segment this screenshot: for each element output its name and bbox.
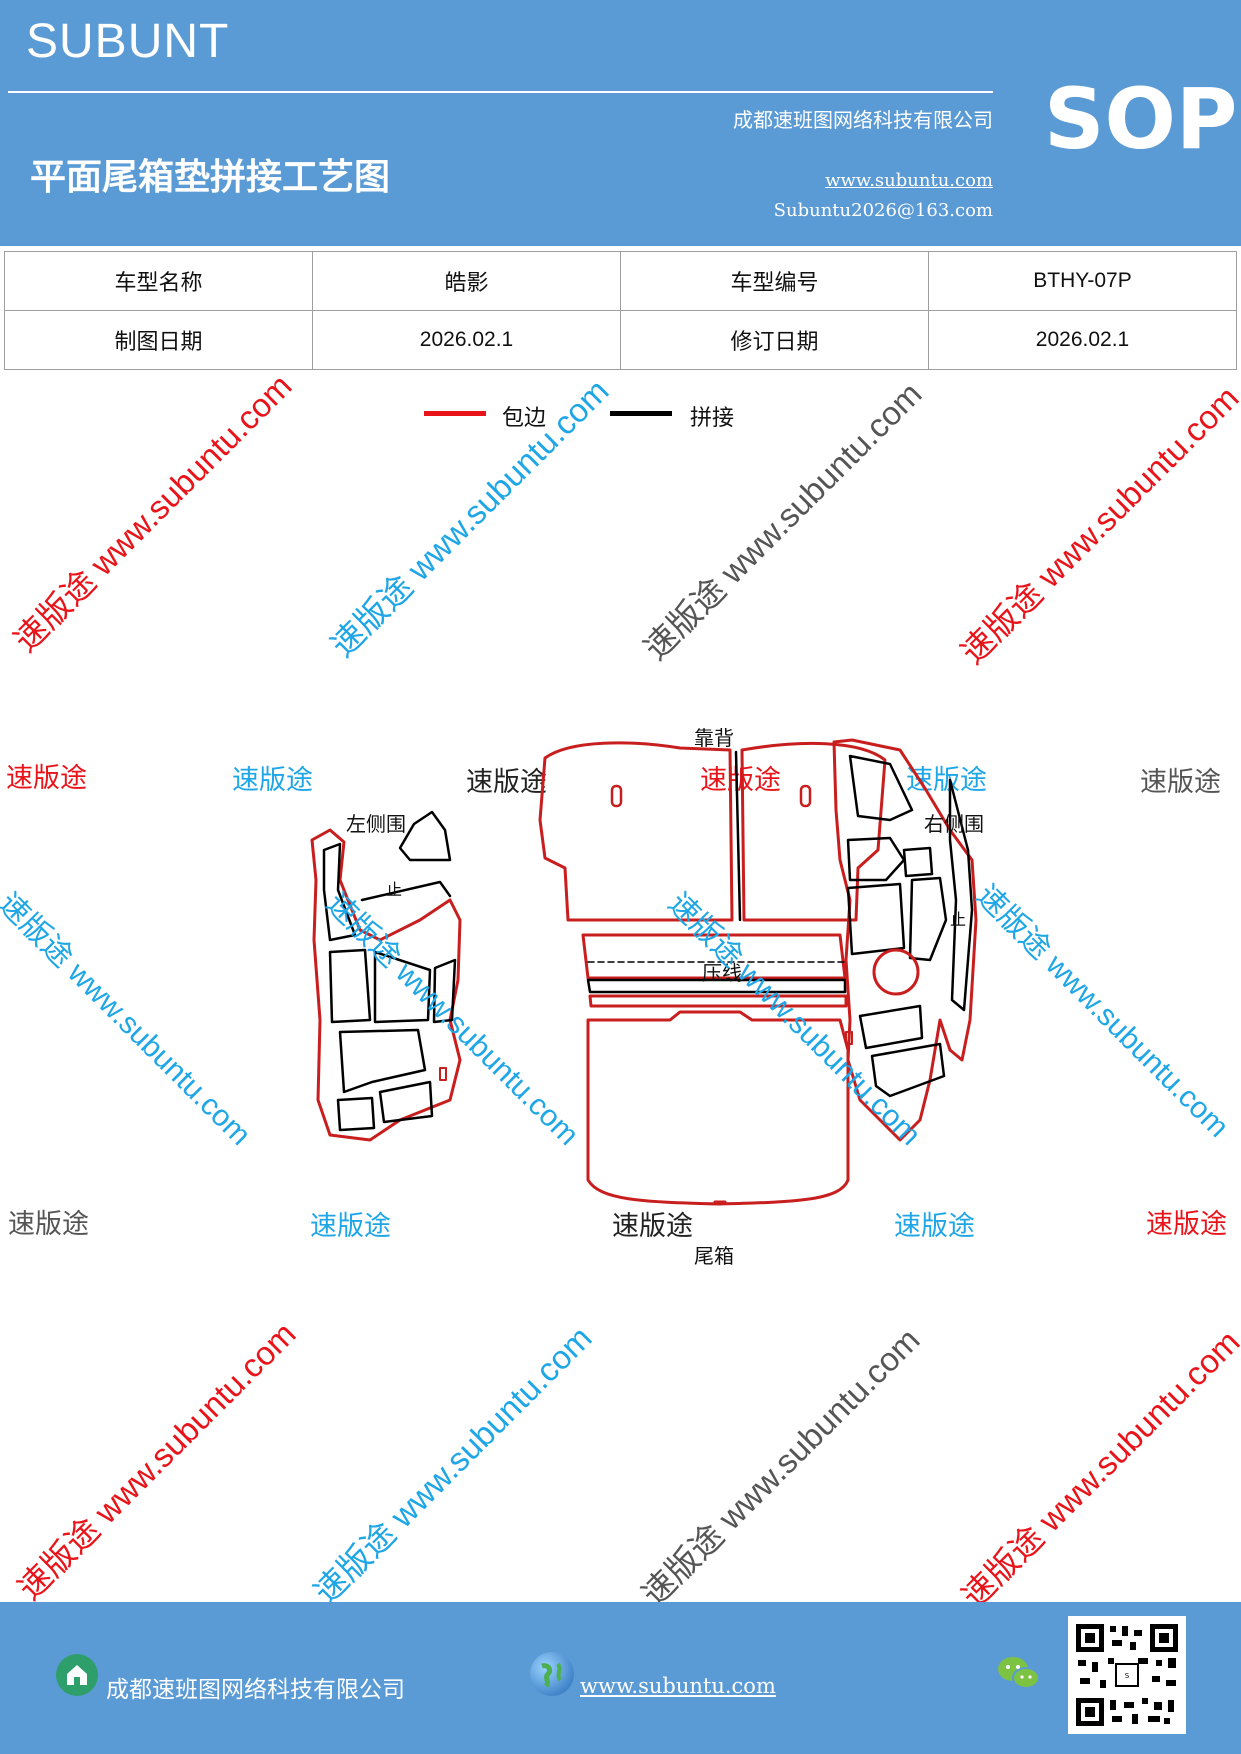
crease-strip (581, 933, 847, 980)
watermark: 速版途 (1140, 767, 1221, 797)
watermark-url: www.subuntu.com (711, 1320, 927, 1537)
model-name-label: 车型名称 (4, 251, 313, 311)
crease-label: 压线 (702, 961, 742, 985)
revision-date-label: 修订日期 (620, 310, 929, 370)
footer-website[interactable]: www.subuntu.com (580, 1674, 776, 1698)
right-side-label: 右侧围 (924, 812, 984, 836)
watermark: 速版途 (612, 1211, 693, 1241)
watermark-url: www.subuntu.com (1031, 1322, 1241, 1539)
back-slot-right (799, 784, 812, 808)
model-code-label: 车型编号 (620, 251, 929, 311)
draw-date-label: 制图日期 (4, 310, 313, 370)
globe-icon (530, 1652, 574, 1696)
watermark-url: www.subuntu.com (383, 1318, 599, 1535)
footer-banner: 成都速班图网络科技有限公司 www.subuntu.com S (0, 1602, 1241, 1754)
watermark: 速版途 (894, 1211, 975, 1241)
trunk-mat-diagram (310, 738, 978, 1206)
document-title: 平面尾箱垫拼接工艺图 (30, 157, 391, 198)
watermark: 速版途 (1146, 1209, 1227, 1239)
model-name-value: 皓影 (312, 251, 621, 311)
revision-date-value: 2026.02.1 (928, 310, 1237, 370)
watermark-url: www.subuntu.com (61, 956, 257, 1152)
model-code-value: BTHY-07P (928, 251, 1237, 311)
home-icon (56, 1654, 98, 1696)
watermark-brand: 速版途 (953, 574, 1050, 671)
watermark-brand: 速版途 (323, 567, 420, 664)
watermark: 速版途 (6, 763, 87, 793)
watermark: 速版途 www.subuntu.com (0, 880, 263, 1153)
watermark: 速版途 www.subuntu.com (629, 1315, 929, 1615)
header-divider (8, 91, 993, 93)
left-side-label: 左侧围 (346, 812, 406, 836)
watermark: 速版途 (310, 1211, 391, 1241)
footer-company: 成都速班图网络科技有限公司 (106, 1677, 405, 1703)
brand-name: SUBUNT (26, 15, 230, 68)
trunk-label: 尾箱 (694, 1244, 734, 1268)
table-row: 制图日期 2026.02.1 修订日期 2026.02.1 (4, 310, 1237, 370)
stop-mark-left: 止 (386, 880, 403, 899)
wechat-icon[interactable] (996, 1654, 1042, 1692)
speaker-cutout (872, 948, 920, 996)
draw-date-value: 2026.02.1 (312, 310, 621, 370)
watermark-url: www.subuntu.com (83, 366, 299, 583)
watermark: 速版途 www.subuntu.com (5, 1309, 305, 1609)
legend: 包边 拼接 (424, 398, 754, 438)
watermark-brand: 速版途 (6, 562, 103, 659)
svg-text:S: S (1125, 1672, 1130, 1680)
back-panel-label: 靠背 (694, 726, 734, 750)
watermark-brand: 速版途 (306, 1514, 403, 1611)
sop-badge: SOP (1044, 70, 1238, 168)
watermark: 速版途 www.subuntu.com (301, 1313, 601, 1613)
watermark-brand: 速版途 (10, 1510, 107, 1607)
watermark: 速版途 www.subuntu.com (1, 361, 301, 661)
table-row: 车型名称 皓影 车型编号 BTHY-07P (4, 251, 1237, 311)
qr-code[interactable]: S (1068, 1616, 1186, 1734)
website-link[interactable]: www.subuntu.com (825, 170, 993, 191)
watermark-url: www.subuntu.com (87, 1314, 303, 1531)
company-name: 成都速班图网络科技有限公司 (733, 108, 993, 132)
legend-red-swatch (424, 411, 486, 416)
watermark-brand: 速版途 (954, 1518, 1051, 1615)
stop-mark-right: 止 (950, 910, 967, 929)
watermark-brand: 速版途 (636, 570, 733, 667)
watermark-brand: 速版途 (0, 886, 79, 974)
watermark: 速版途 (8, 1209, 89, 1239)
vehicle-info-table: 车型名称 皓影 车型编号 BTHY-07P 制图日期 2026.02.1 修订日… (4, 251, 1237, 370)
back-panel-left (538, 741, 734, 922)
legend-black-label: 拼接 (690, 406, 735, 431)
watermark: 速版途 www.subuntu.com (949, 1317, 1241, 1617)
watermark-url: www.subuntu.com (1030, 378, 1241, 595)
watermark-brand: 速版途 (634, 1516, 731, 1613)
email-address[interactable]: Subuntu2026@163.com (773, 200, 993, 221)
back-slot-left (610, 784, 623, 808)
watermark: 速版途 (232, 765, 313, 795)
watermark: 速版途 (700, 765, 781, 795)
watermark: 速版途 (466, 767, 547, 797)
legend-black-swatch (610, 411, 672, 416)
watermark: 速版途 www.subuntu.com (948, 373, 1241, 673)
legend-red-label: 包边 (502, 406, 547, 431)
header-banner: SUBUNT 平面尾箱垫拼接工艺图 成都速班图网络科技有限公司 www.subu… (0, 0, 1241, 246)
back-panel-right (740, 741, 887, 922)
